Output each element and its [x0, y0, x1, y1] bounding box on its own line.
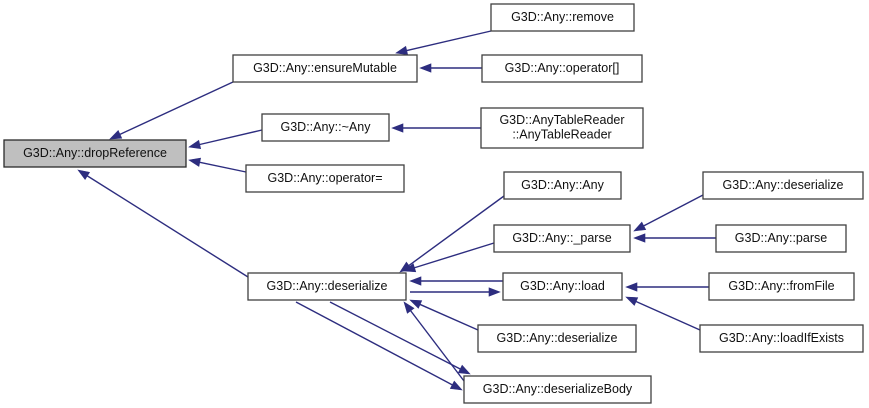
graph-edge-arrowhead — [449, 380, 463, 391]
graph-edge-deserializeMain-to-deserializeBody — [329, 301, 461, 370]
graph-node-anyCtor[interactable]: G3D::Any::Any — [503, 171, 622, 200]
graph-node-box[interactable] — [502, 272, 623, 301]
graph-node-box[interactable] — [493, 224, 631, 253]
graph-node-label: G3D::Any::deserialize — [497, 331, 618, 345]
graph-edge-deserializeMain-to-parseUnderscore — [414, 242, 495, 269]
graph-node-destructor[interactable]: G3D::Any::~Any — [261, 113, 390, 142]
graph-node-label: G3D::Any::remove — [511, 10, 614, 24]
edge-layer — [77, 30, 716, 391]
graph-node-box[interactable] — [503, 171, 622, 200]
graph-edge-deserializeMain-to-deserializeBody2 — [295, 301, 453, 386]
graph-node-label: G3D::Any::_parse — [512, 231, 611, 245]
graph-edge-arrowhead — [457, 364, 471, 375]
graph-edge-arrowhead — [188, 139, 202, 149]
graph-node-parseUnderscore[interactable]: G3D::Any::_parse — [493, 224, 631, 253]
graph-edge-deserializeRight-to-parseUnderscore — [643, 194, 704, 227]
graph-edge-deserializeBody-to-deserializeMain — [410, 310, 465, 382]
graph-node-label: G3D::Any::dropReference — [23, 146, 167, 160]
graph-node-box[interactable] — [699, 324, 864, 353]
graph-node-deserializeMain[interactable]: G3D::Any::deserialize — [247, 272, 407, 301]
graph-node-ensureMutable[interactable]: G3D::Any::ensureMutable — [232, 54, 418, 83]
graph-node-box[interactable] — [3, 139, 187, 168]
graph-node-box[interactable] — [481, 54, 643, 83]
graph-edge-arrowhead — [391, 123, 404, 133]
graph-node-box[interactable] — [480, 107, 644, 149]
graph-edge-arrowhead — [625, 296, 639, 306]
graph-node-label: G3D::Any::loadIfExists — [719, 331, 844, 345]
graph-edge-deserializeMain-to-anyCtor — [408, 195, 505, 267]
graph-node-label: G3D::AnyTableReader — [499, 113, 624, 127]
graph-edge-arrowhead — [403, 301, 415, 314]
graph-edge-arrowhead — [488, 287, 501, 297]
graph-node-deserializeRight[interactable]: G3D::Any::deserialize — [702, 171, 864, 200]
graph-node-label: G3D::Any::ensureMutable — [253, 61, 397, 75]
graph-node-loadIfExists[interactable]: G3D::Any::loadIfExists — [699, 324, 864, 353]
graph-node-label: G3D::Any::fromFile — [728, 279, 834, 293]
graph-edge-ensureMutable-to-dropReference — [119, 81, 234, 136]
graph-node-label: G3D::Any::deserialize — [723, 178, 844, 192]
graph-node-box[interactable] — [490, 3, 635, 32]
graph-node-label: G3D::Any::operator[] — [505, 61, 620, 75]
graph-node-operatorIndex[interactable]: G3D::Any::operator[] — [481, 54, 643, 83]
graph-node-box[interactable] — [247, 272, 407, 301]
graph-node-dropReference[interactable]: G3D::Any::dropReference — [3, 139, 187, 168]
graph-edge-arrowhead — [625, 282, 638, 292]
graph-node-box[interactable] — [702, 171, 864, 200]
graph-edge-arrowhead — [395, 45, 409, 55]
graph-node-fromFile[interactable]: G3D::Any::fromFile — [708, 272, 855, 301]
graph-edge-loadIfExists-to-load — [635, 300, 701, 331]
graph-edge-arrowhead — [409, 299, 423, 309]
graph-edge-arrowhead — [409, 276, 422, 286]
graph-node-box[interactable] — [708, 272, 855, 301]
graph-node-box[interactable] — [477, 324, 637, 353]
graph-node-label: G3D::Any::parse — [735, 231, 827, 245]
graph-node-operatorAssign[interactable]: G3D::Any::operator= — [245, 164, 405, 193]
graph-node-box[interactable] — [261, 113, 390, 142]
graph-node-remove[interactable]: G3D::Any::remove — [490, 3, 635, 32]
graph-edge-operatorAssign-to-dropReference — [199, 161, 247, 173]
graph-node-label: G3D::Any::Any — [521, 178, 604, 192]
graph-node-label: G3D::Any::deserializeBody — [483, 382, 633, 396]
graph-edge-arrowhead — [633, 221, 647, 232]
graph-node-load[interactable]: G3D::Any::load — [502, 272, 623, 301]
graph-node-label: G3D::Any::~Any — [281, 120, 372, 134]
graph-edge-destructor-to-dropReference — [199, 129, 263, 146]
graph-node-parse[interactable]: G3D::Any::parse — [715, 224, 847, 253]
graph-edge-arrowhead — [77, 169, 91, 180]
graph-edge-remove-to-ensureMutable — [406, 30, 492, 52]
graph-node-label: G3D::Any::load — [520, 279, 605, 293]
graph-node-box[interactable] — [715, 224, 847, 253]
graph-edge-deserializeAlt-to-deserializeMain — [419, 303, 479, 331]
graph-edge-arrowhead — [188, 157, 202, 167]
graph-edge-arrowhead — [633, 233, 646, 243]
graph-node-deserializeAlt[interactable]: G3D::Any::deserialize — [477, 324, 637, 353]
graph-node-box[interactable] — [245, 164, 405, 193]
graph-edge-deserializeMain-to-dropReference — [86, 175, 249, 278]
graph-node-anyTableReader[interactable]: G3D::AnyTableReader::AnyTableReader — [480, 107, 644, 149]
graph-edge-arrowhead — [403, 263, 417, 273]
graph-node-label: G3D::Any::operator= — [268, 171, 383, 185]
graph-node-box[interactable] — [463, 375, 652, 404]
graph-node-deserializeBody[interactable]: G3D::Any::deserializeBody — [463, 375, 652, 404]
node-layer: G3D::Any::dropReference G3D::Any::ensureM… — [3, 3, 864, 404]
graph-node-label: G3D::Any::deserialize — [267, 279, 388, 293]
graph-node-box[interactable] — [232, 54, 418, 83]
graph-edge-arrowhead — [419, 63, 432, 73]
graph-edge-arrowhead — [109, 130, 123, 140]
graph-node-label: ::AnyTableReader — [512, 128, 611, 142]
